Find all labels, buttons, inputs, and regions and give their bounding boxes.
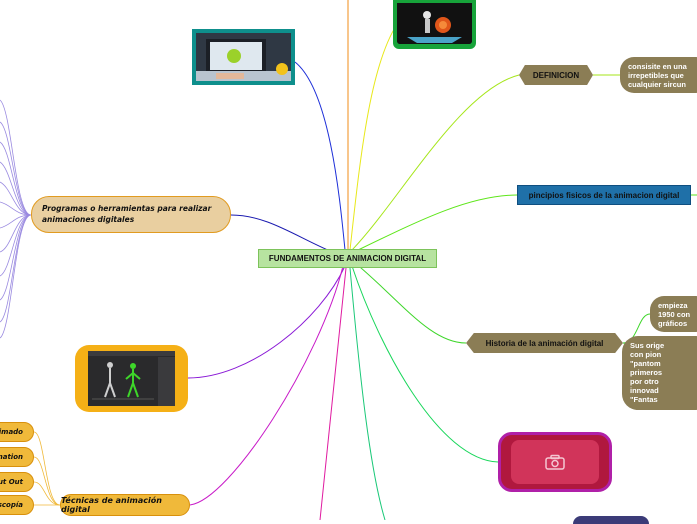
connector-tecnicas (189, 265, 344, 506)
historia-detail-line: innovad (630, 386, 659, 395)
central-topic[interactable]: FUNDAMENTOS DE ANIMACION DIGITAL (258, 249, 437, 268)
connector-bottom-green (349, 267, 386, 520)
connector-image-top (294, 61, 346, 251)
camera-icon (545, 454, 565, 470)
image-placeholder (511, 440, 599, 484)
historia-label: Historia de la animación digital (485, 338, 604, 348)
tecnicas-label: Técnicas de animación digital (61, 496, 162, 514)
tecnica-item[interactable]: mation (0, 447, 34, 467)
image-node-motion[interactable] (75, 345, 188, 412)
tecnica-item-label: mation (0, 453, 23, 461)
connector-definicion (351, 74, 520, 251)
historia-detail-line: empieza (658, 301, 688, 310)
programas-label-line: animaciones digitales (42, 215, 135, 224)
3d-character-illustration (397, 3, 472, 44)
connector-historia (353, 261, 467, 344)
principios-label: pincipios fisicos de la animacion digita… (528, 190, 680, 200)
tecnica-item[interactable]: ut Out (0, 472, 34, 492)
connector-image-left (187, 265, 346, 379)
tecnicas-node[interactable]: Técnicas de animación digital (60, 494, 190, 516)
historia-detail-line: primeros (630, 368, 663, 377)
definicion-detail-line: cualquier sircun (628, 80, 686, 89)
image-node-3d[interactable] (393, 0, 476, 49)
3d-character-photo (397, 3, 472, 44)
tecnica-item[interactable]: nimado (0, 422, 34, 442)
historia-detail-2[interactable]: Sus orige con pion "pantom primeros por … (622, 336, 697, 410)
historia-detail-line: por otro (630, 377, 659, 386)
historia-detail-line: "pantom (630, 359, 661, 368)
motion-capture-illustration (88, 351, 175, 406)
motion-capture-photo (88, 351, 175, 406)
tecnicas-sub-connectors (33, 431, 61, 506)
laptop-illustration (196, 33, 291, 81)
tecnica-item-label: oscopía (0, 501, 23, 509)
partial-node-bottom[interactable] (573, 516, 649, 524)
connector-image-right (349, 19, 401, 251)
connector-bottom-magenta (319, 267, 347, 520)
central-topic-label: FUNDAMENTOS DE ANIMACION DIGITAL (268, 254, 427, 263)
historia-detail-line: 1950 con (658, 310, 691, 319)
historia-detail-line: Sus orige (630, 341, 665, 350)
historia-detail-line: "Fantas (630, 395, 658, 404)
definicion-label: DEFINICION (532, 70, 580, 80)
programas-node[interactable]: Programas o herramientas para realizar a… (31, 196, 231, 233)
historia-node[interactable]: Historia de la animación digital (466, 333, 623, 353)
image-placeholder-node[interactable] (498, 432, 612, 492)
programas-label-line: Programas o herramientas para realizar (42, 204, 212, 213)
principios-node[interactable]: pincipios fisicos de la animacion digita… (517, 185, 691, 205)
connector-principios (353, 194, 518, 253)
definicion-detail-line: irrepetibles que (628, 71, 684, 80)
tecnica-item[interactable]: oscopía (0, 495, 34, 515)
definicion-node[interactable]: DEFINICION (519, 65, 593, 85)
connector-placeholder (351, 265, 499, 463)
historia-detail-line: gráficos (658, 319, 688, 328)
tecnica-item-label: ut Out (0, 478, 23, 486)
laptop-photo (196, 33, 291, 81)
programas-sub-connectors (0, 99, 32, 339)
image-node-laptop[interactable] (192, 29, 295, 85)
historia-detail-1[interactable]: empieza 1950 con gráficos (650, 296, 697, 332)
definicion-detail-line: consisite en una (628, 62, 687, 71)
definicion-detail[interactable]: consisite en una irrepetibles que cualqu… (620, 57, 697, 93)
historia-detail-line: con pion (630, 350, 662, 359)
tecnica-item-label: nimado (0, 428, 23, 436)
